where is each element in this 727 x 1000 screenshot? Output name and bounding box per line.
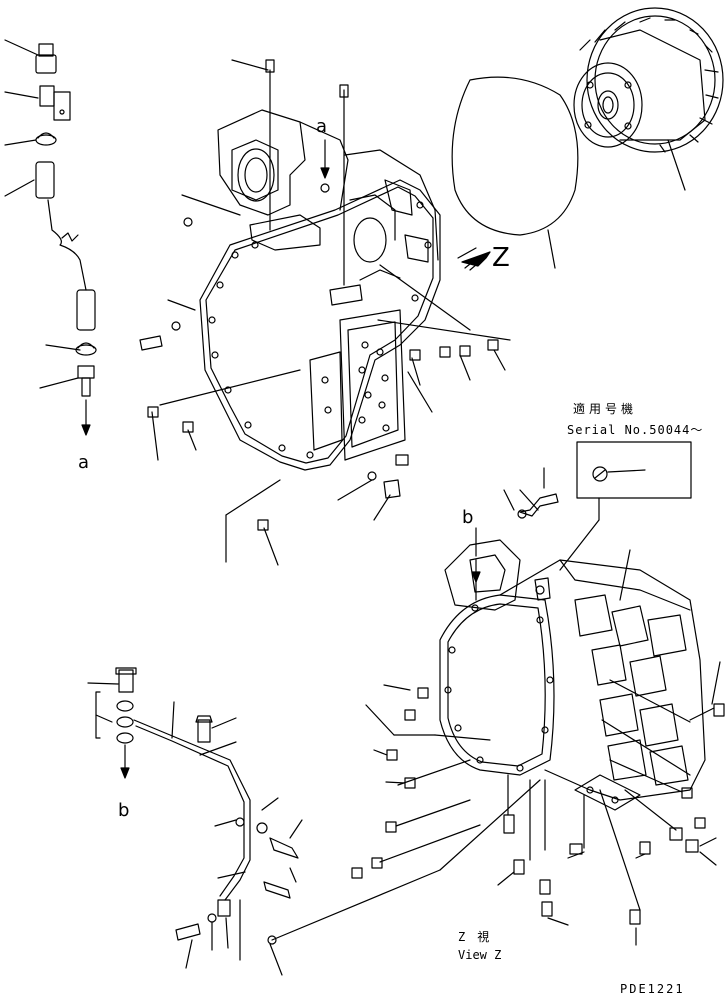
callout-a-lower: a — [78, 452, 89, 473]
callout-b-lower: b — [118, 800, 129, 821]
serial-note-english: Serial No.50044～ — [567, 423, 704, 437]
callout-b-upper: b — [462, 507, 473, 528]
hose-fitting-parts — [4, 39, 97, 436]
view-z-caption: Z 視 View Z — [458, 928, 501, 964]
view-z-caption-japanese: Z 視 — [458, 930, 490, 944]
serial-note-japanese: 適用号機 — [573, 402, 638, 416]
serial-note-box — [559, 441, 692, 571]
lube-tube-assembly — [87, 667, 441, 976]
torque-converter — [573, 7, 724, 191]
view-direction-z: Z — [492, 243, 510, 273]
serial-note: 適用号機 Serial No.50044～ — [567, 400, 727, 438]
drawing-code: PDE1221 — [620, 982, 685, 996]
view-z-caption-english: View Z — [458, 948, 502, 962]
callout-a-upper: a — [316, 116, 327, 137]
transmission-case-upper — [139, 59, 579, 566]
transmission-case-view-z — [351, 467, 725, 946]
